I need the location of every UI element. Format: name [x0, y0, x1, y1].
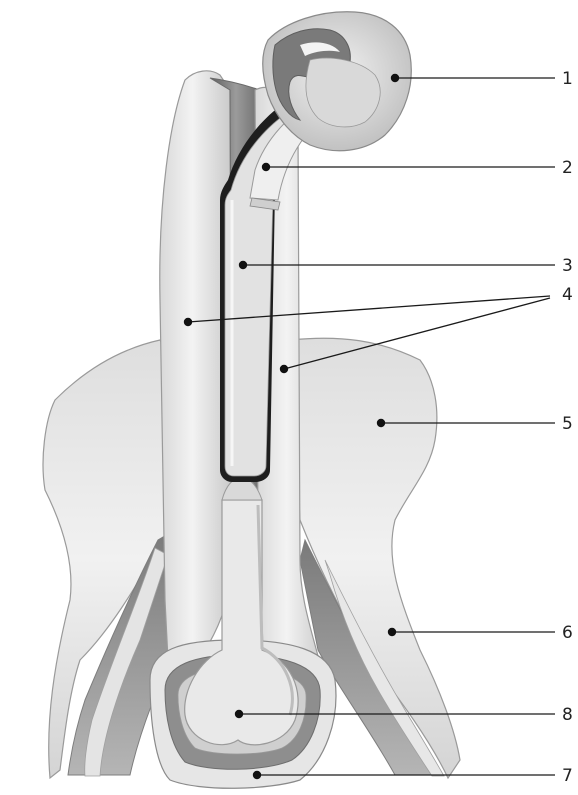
number-labels: 1 2 3 4 5 6 7 8: [562, 69, 573, 786]
leader-dot-7: [253, 771, 261, 779]
leader-dot-4a: [184, 318, 192, 326]
leader-dot-2: [262, 163, 270, 171]
label-2: 2: [562, 158, 573, 178]
leader-dot-3: [239, 261, 247, 269]
label-8: 8: [562, 705, 573, 725]
leader-dot-8: [235, 710, 243, 718]
label-1: 1: [562, 69, 573, 89]
leader-dot-1: [391, 74, 399, 82]
label-3: 3: [562, 256, 573, 276]
leader-dot-4b: [280, 365, 288, 373]
leader-dot-6: [388, 628, 396, 636]
label-4: 4: [562, 285, 573, 305]
leader-dot-5: [377, 419, 385, 427]
label-5: 5: [562, 414, 573, 434]
label-6: 6: [562, 623, 573, 643]
label-7: 7: [562, 766, 573, 786]
